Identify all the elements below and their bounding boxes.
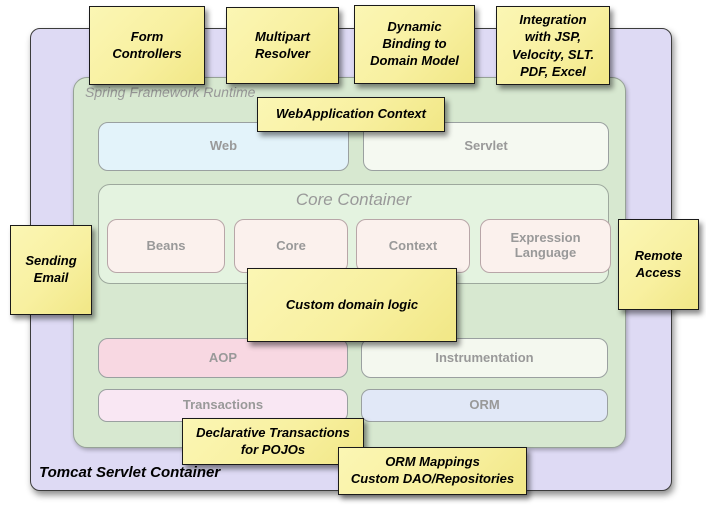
note-dynamic-binding: Dynamic Binding to Domain Model	[354, 5, 475, 84]
note-webapplication-context: WebApplication Context	[257, 97, 445, 132]
module-orm: ORM	[361, 389, 608, 422]
module-aop: AOP	[98, 338, 348, 378]
note-multipart-resolver: Multipart Resolver	[226, 7, 339, 84]
note-custom-domain-logic: Custom domain logic	[247, 268, 457, 342]
module-expression-language: Expression Language	[480, 219, 611, 273]
tomcat-container-label: Tomcat Servlet Container	[39, 464, 221, 481]
module-instrumentation: Instrumentation	[361, 338, 608, 378]
core-container: Core Container Beans Core Context Expres…	[98, 184, 611, 284]
module-beans: Beans	[107, 219, 225, 273]
note-remote-access: Remote Access	[618, 219, 699, 310]
module-web: Web	[98, 122, 349, 171]
module-core: Core	[234, 219, 348, 273]
spring-framework-runtime-container: Spring Framework Runtime Web Servlet Cor…	[73, 77, 626, 448]
note-declarative-transactions: Declarative Transactions for POJOs	[182, 418, 364, 465]
note-form-controllers: Form Controllers	[89, 6, 205, 85]
core-container-label: Core Container	[295, 190, 412, 209]
module-transactions: Transactions	[98, 389, 348, 422]
note-orm-mappings: ORM Mappings Custom DAO/Repositories	[338, 447, 527, 495]
note-integration-views: Integration with JSP, Velocity, SLT. PDF…	[496, 6, 610, 85]
spring-runtime-label: Spring Framework Runtime	[85, 84, 256, 100]
note-sending-email: Sending Email	[10, 225, 92, 315]
module-context: Context	[356, 219, 470, 273]
